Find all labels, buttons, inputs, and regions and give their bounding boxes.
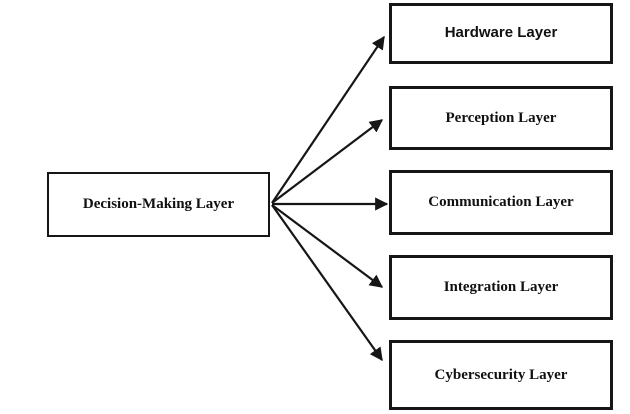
- node-communication-layer-label: Communication Layer: [428, 194, 574, 211]
- node-communication-layer: Communication Layer: [389, 170, 613, 235]
- node-perception-layer-label: Perception Layer: [445, 109, 557, 126]
- node-hardware-layer: Hardware Layer: [389, 3, 613, 64]
- node-integration-layer-label: Integration Layer: [443, 279, 559, 296]
- arrow-decision-to-integration: [271, 204, 384, 288]
- arrow-decision-to-perception: [271, 119, 384, 204]
- node-perception-layer: Perception Layer: [389, 86, 613, 150]
- node-hardware-layer-label: Hardware Layer: [444, 24, 558, 42]
- node-cybersecurity-layer-label: Cybersecurity Layer: [434, 366, 568, 383]
- arrow-decision-to-cybersecurity: [271, 204, 383, 362]
- node-decision-making-layer-label: Decision-Making Layer: [82, 196, 235, 213]
- node-cybersecurity-layer: Cybersecurity Layer: [389, 340, 613, 410]
- arrow-decision-to-hardware: [271, 35, 385, 204]
- node-decision-making-layer: Decision-Making Layer: [47, 172, 270, 237]
- node-integration-layer: Integration Layer: [389, 255, 613, 320]
